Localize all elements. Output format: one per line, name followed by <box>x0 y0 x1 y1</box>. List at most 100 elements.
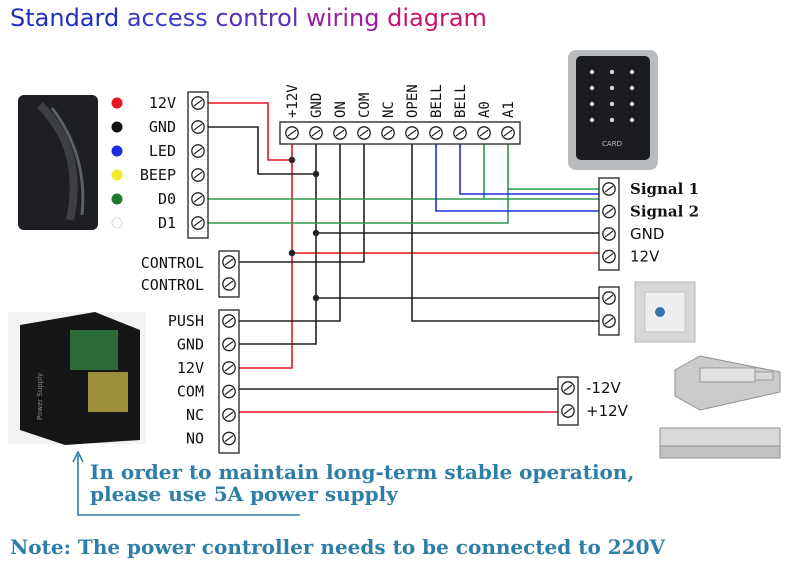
power-terminal-block-screw-3-slot <box>224 364 234 372</box>
controller-screw-1-slot <box>287 129 297 137</box>
power-terminal-block-screw-1-slot <box>224 317 234 325</box>
power-label-push: PUSH <box>168 312 204 330</box>
controller-label-8: BELL <box>453 84 469 118</box>
wire-reader-gnd <box>205 126 317 175</box>
controller-screw-6-slot <box>407 129 417 137</box>
exit-button-terminal-block <box>598 286 620 336</box>
reader-label-12v: 12V <box>149 94 176 112</box>
reader-color-dot-4 <box>111 169 123 181</box>
reader-terminal-block-screw-5-slot <box>193 195 203 203</box>
keypad-label-2: Signal 2 <box>630 203 699 221</box>
controller-label-5: NC <box>381 101 397 118</box>
power-label-gnd: GND <box>177 336 204 354</box>
controller-screw-9-slot <box>479 129 489 137</box>
reader-color-dot-1 <box>111 97 123 109</box>
keypad-terminal-block-screw-3-slot <box>604 230 614 238</box>
keypad-terminal-block-body <box>598 177 620 271</box>
reader-terminal-block-screw-2-slot <box>193 123 203 131</box>
reader-terminal-block-screw-1-slot <box>193 99 203 107</box>
controller-label-1: +12V <box>285 84 301 118</box>
title-word-2: access <box>126 4 208 32</box>
power-note-line-1: In order to maintain long-term stable op… <box>90 460 635 484</box>
controller-label-4: COM <box>357 93 373 118</box>
power-label-12v: 12V <box>177 359 204 377</box>
control-terminal-block <box>218 250 240 298</box>
note-arrow <box>72 450 300 516</box>
control-label-1: CONTROL <box>141 254 204 272</box>
wire-com-control <box>236 139 365 263</box>
keypad-label-1: Signal 1 <box>630 180 699 198</box>
junction-12v-top <box>288 156 296 164</box>
junction-gnd-top <box>312 170 320 178</box>
title-word-3: control <box>215 4 299 32</box>
diagram-title: Standard access control wiring diagram <box>10 4 487 32</box>
controller-label-2: GND <box>309 93 325 118</box>
power-note-line-2: please use 5A power supply <box>90 482 398 506</box>
reader-label-beep: BEEP <box>140 166 176 184</box>
reader-color-dot-6 <box>111 217 123 229</box>
reader-terminal-block-screw-4-slot <box>193 171 203 179</box>
lock-terminal-block <box>557 376 579 426</box>
exit-button-terminal-block-screw-1-slot <box>604 294 614 302</box>
wire-reader-12v <box>205 102 293 161</box>
exit-button-terminal-block-screw-2-slot <box>604 317 614 325</box>
keypad-card-label: CARD <box>602 140 622 148</box>
title-word-4: wiring <box>306 4 380 32</box>
exit-button-image <box>634 281 696 343</box>
control-terminal-block-screw-2-slot <box>224 280 234 288</box>
control-terminal-block-screw-1-slot <box>224 258 234 266</box>
control-label-2: CONTROL <box>141 276 204 294</box>
lock-terminal-block-screw-1-slot <box>563 384 573 392</box>
controller-screw-4-slot <box>359 129 369 137</box>
power-terminal-block-screw-2-slot <box>224 341 234 348</box>
wire-12v-trunk <box>236 160 293 369</box>
reader-terminal-block-screw-3-slot <box>193 147 203 155</box>
junction-gnd-keypad <box>312 229 320 237</box>
power-label-no: NO <box>186 430 204 448</box>
wire-bell-signal-2 <box>435 139 600 212</box>
lock-label-1: -12V <box>586 379 621 397</box>
reader-color-dot-3 <box>111 145 123 157</box>
reader-label-gnd: GND <box>149 118 176 136</box>
magnetic-lock-image <box>659 427 781 459</box>
power-terminal-block-screw-4-slot <box>224 388 234 395</box>
keypad-terminal-block-screw-4-slot <box>604 253 614 260</box>
power-terminal-block-screw-5-slot <box>224 411 234 419</box>
title-word-1: Standard <box>10 4 120 32</box>
power-label-nc: NC <box>186 406 204 424</box>
controller-screw-10-slot <box>503 129 513 137</box>
controller-label-10: A1 <box>501 101 517 118</box>
keypad-label-3: GND <box>630 225 664 243</box>
controller-screw-7-slot <box>431 129 441 137</box>
power-box-label: Power Supply <box>36 373 44 420</box>
keypad-terminal-block <box>598 177 620 271</box>
keypad-reader-image: CARD <box>568 50 658 170</box>
junction-12v-keypad <box>288 249 296 257</box>
keypad-terminal-block-screw-1-slot <box>604 185 614 193</box>
bolt-lock-image <box>674 355 781 411</box>
controller-screw-3-slot <box>335 129 345 137</box>
controller-label-9: A0 <box>477 101 493 118</box>
reader-label-d1: D1 <box>158 214 176 232</box>
reader-label-d0: D0 <box>158 190 176 208</box>
reader-color-dot-2 <box>111 121 123 133</box>
junction-gnd-exit <box>312 294 320 302</box>
controller-screw-8-slot <box>455 129 465 137</box>
power-label-com: COM <box>177 383 204 401</box>
reader-label-led: LED <box>149 142 176 160</box>
lock-label-2: +12V <box>586 402 629 420</box>
controller-label-6: OPEN <box>405 84 421 118</box>
title-word-5: diagram <box>387 4 487 32</box>
rfid-reader-image <box>18 95 98 230</box>
keypad-label-4: 12V <box>630 248 660 266</box>
keypad-terminal-block-screw-2-slot <box>604 208 614 215</box>
reader-terminal-block-body <box>187 91 209 239</box>
controller-screw-5-slot <box>383 129 393 137</box>
controller-screw-2-slot <box>311 129 321 137</box>
reader-terminal-block <box>187 91 209 239</box>
lock-terminal-block-screw-2-slot <box>563 407 573 415</box>
wire-d0-a0 <box>205 139 485 200</box>
